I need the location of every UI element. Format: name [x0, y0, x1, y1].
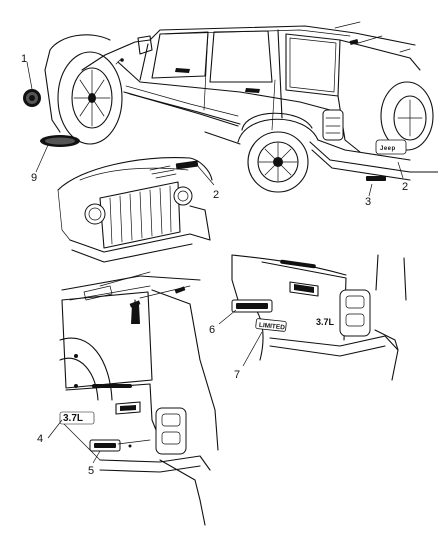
callout-4: 4	[37, 433, 43, 445]
rear-view-left-illustration: 3.7L	[59, 271, 219, 526]
liftgate-handle-strip	[92, 384, 132, 388]
callout-9: 9	[31, 172, 37, 184]
leader-lines	[26, 61, 404, 464]
rear-view-right-illustration: LIMITED 3.7L	[231, 254, 407, 381]
front-grille-illustration	[57, 157, 213, 263]
callout-2-rear: 2	[402, 181, 408, 193]
emblem-part-6	[231, 299, 273, 313]
limited-badge-part-7: LIMITED	[255, 318, 287, 332]
callout-2-hood: 2	[213, 189, 219, 201]
rear-small-badge	[366, 176, 386, 181]
callout-labels: 1 2 2 3 4 5 6 7 9	[21, 53, 408, 477]
callout-7: 7	[234, 369, 240, 381]
callout-6: 6	[209, 324, 215, 336]
rear-jeep-badge: Jeep	[375, 139, 407, 155]
callout-1: 1	[21, 53, 27, 65]
displacement-badge-small-text: 3.7L	[316, 317, 335, 327]
rear-jeep-badge-text: Jeep	[380, 146, 396, 152]
side-emblem-part-9	[40, 135, 80, 147]
callout-3: 3	[365, 196, 371, 208]
emblem-part-5	[89, 439, 121, 452]
vehicle-side-illustration: Jeep	[23, 21, 438, 193]
displacement-badge-part-4: 3.7L	[59, 411, 95, 425]
limited-badge-text: LIMITED	[259, 322, 286, 332]
callout-5: 5	[88, 465, 94, 477]
hub-emblem-part-1	[23, 89, 41, 107]
displacement-badge-text: 3.7L	[63, 413, 83, 424]
hood-badge-part-2	[175, 160, 199, 170]
